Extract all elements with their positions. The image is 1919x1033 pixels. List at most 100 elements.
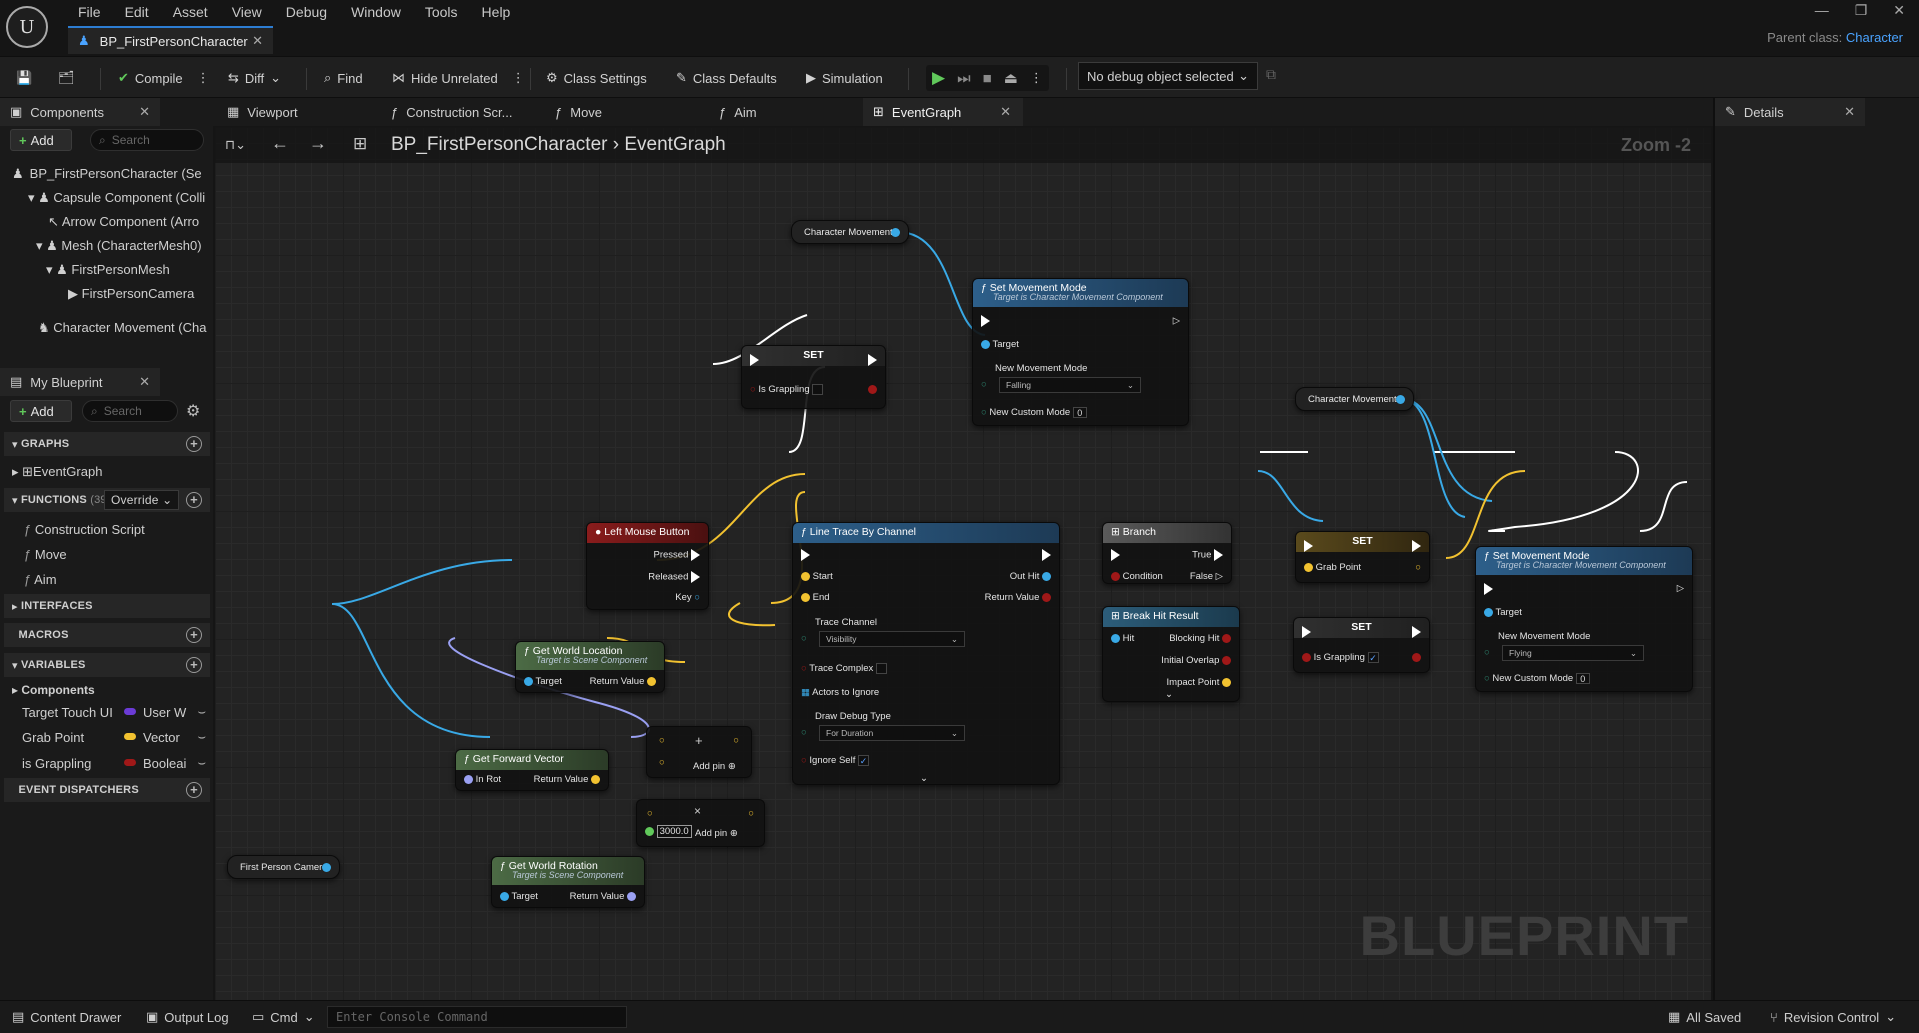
- class-defaults-button[interactable]: ✎ Class Defaults: [676, 70, 777, 86]
- node-line-trace-by-channel[interactable]: ƒ Line Trace By Channel Start Out Hit En…: [792, 522, 1060, 785]
- more-options-icon[interactable]: ⋮: [511, 70, 525, 85]
- is-grappling-out-pin[interactable]: [1412, 652, 1421, 663]
- node-set-is-grappling[interactable]: SET ○ Is Grappling: [741, 345, 886, 409]
- trace-complex-checkbox[interactable]: [875, 663, 887, 674]
- output-pin[interactable]: [1396, 394, 1405, 404]
- draw-debug-type-dropdown[interactable]: For Duration⌄: [819, 725, 965, 741]
- revision-control-button[interactable]: ⑂Revision Control⌄: [1770, 1009, 1897, 1025]
- is-grappling-checkbox[interactable]: ✓: [1367, 652, 1379, 663]
- expand-chevron-icon[interactable]: ⌄: [1165, 689, 1173, 700]
- add-pin-button[interactable]: Add pin ⊕: [693, 761, 736, 772]
- simulation-button[interactable]: ▶ Simulation: [806, 70, 883, 86]
- node-get-world-location[interactable]: ƒ Get World Location Target is Scene Com…: [515, 641, 665, 693]
- step-icon[interactable]: ⏭: [957, 69, 971, 87]
- menu-view[interactable]: View: [231, 4, 262, 20]
- component-mesh[interactable]: ▾ ♟ Mesh (CharacterMesh0): [36, 238, 202, 253]
- exec-in-pin[interactable]: [1304, 540, 1313, 552]
- component-firstpersonmesh[interactable]: ▾ ♟ FirstPersonMesh: [46, 262, 170, 277]
- menu-window[interactable]: Window: [351, 4, 401, 20]
- diff-button[interactable]: ⇆ Diff ⌄: [228, 70, 282, 86]
- back-arrow-icon[interactable]: ←: [271, 133, 289, 153]
- menu-edit[interactable]: Edit: [124, 4, 149, 20]
- variables-section[interactable]: ▾ VARIABLES+: [4, 653, 210, 677]
- node-get-world-rotation[interactable]: ƒ Get World Rotation Target is Scene Com…: [491, 856, 645, 908]
- minimize-icon[interactable]: —: [1814, 2, 1829, 18]
- menu-asset[interactable]: Asset: [172, 4, 208, 20]
- end-pin[interactable]: End: [801, 592, 830, 603]
- exec-out-pin[interactable]: ▷: [1676, 583, 1684, 594]
- is-grappling-checkbox[interactable]: [812, 384, 824, 395]
- menu-tools[interactable]: Tools: [424, 4, 458, 20]
- graph-canvas[interactable]: ⊓⌄ ← → ⊞ BP_FirstPersonCharacter › Event…: [215, 127, 1711, 1000]
- close-panel-icon[interactable]: ✕: [139, 104, 150, 119]
- enum-pin-icon[interactable]: ○: [1484, 647, 1490, 658]
- exec-out-pin[interactable]: [1042, 549, 1051, 561]
- tab-viewport[interactable]: ▦Viewport: [227, 104, 298, 120]
- event-dispatchers-section[interactable]: EVENT DISPATCHERS+: [4, 778, 210, 802]
- released-pin[interactable]: Released: [648, 571, 700, 583]
- out-hit-pin[interactable]: Out Hit: [1010, 571, 1051, 582]
- close-tab-icon[interactable]: ✕: [1000, 104, 1011, 119]
- node-set-movement-mode[interactable]: ƒ Set Movement Mode Target is Character …: [972, 278, 1189, 426]
- return-value-pin[interactable]: Return Value: [590, 676, 656, 687]
- browse-icon[interactable]: 🗂: [58, 70, 75, 85]
- target-pin[interactable]: Target: [981, 339, 1019, 350]
- graphs-section[interactable]: ▾ GRAPHS+: [4, 432, 210, 456]
- exec-out-pin[interactable]: [1412, 540, 1421, 552]
- restore-icon[interactable]: ❐: [1854, 2, 1868, 18]
- hit-pin[interactable]: Hit: [1111, 633, 1134, 644]
- node-multiply-vector[interactable]: ○ ○ × 3000.0 Add pin ⊕: [636, 799, 765, 847]
- debug-filter-icon[interactable]: ⧉: [1266, 66, 1276, 82]
- menu-debug[interactable]: Debug: [285, 4, 328, 20]
- component-tree-root[interactable]: ♟BP_FirstPersonCharacter (Se: [12, 166, 202, 181]
- breadcrumb-graph[interactable]: EventGraph: [624, 134, 726, 155]
- exec-in-pin[interactable]: [750, 354, 759, 366]
- target-pin[interactable]: Target: [500, 891, 538, 902]
- node-set-grab-point[interactable]: SET Grab Point ○: [1295, 531, 1430, 583]
- is-grappling-pin[interactable]: ○ Is Grappling: [750, 384, 824, 395]
- hide-unrelated-button[interactable]: ⋈ Hide Unrelated ⋮: [392, 70, 525, 86]
- input-b-pin[interactable]: ○: [659, 757, 665, 768]
- false-pin[interactable]: False ▷: [1189, 571, 1223, 582]
- enum-pin-icon[interactable]: ○: [801, 727, 807, 738]
- node-break-hit-result[interactable]: ⊞ Break Hit Result Hit Blocking Hit Init…: [1102, 606, 1240, 702]
- add-macro-icon[interactable]: +: [186, 627, 202, 643]
- new-custom-mode-pin[interactable]: ○ New Custom Mode 0: [981, 407, 1087, 418]
- menu-file[interactable]: File: [78, 4, 101, 20]
- movement-mode-dropdown[interactable]: Flying⌄: [1502, 645, 1644, 661]
- interfaces-section[interactable]: ▸ INTERFACES: [4, 594, 210, 618]
- add-pin-button[interactable]: Add pin ⊕: [695, 828, 738, 839]
- gear-icon[interactable]: ⚙: [186, 403, 201, 420]
- blocking-hit-pin[interactable]: Blocking Hit: [1169, 633, 1231, 644]
- node-set-movement-mode-2[interactable]: ƒ Set Movement Mode Target is Character …: [1475, 546, 1693, 692]
- output-pin[interactable]: [891, 227, 900, 237]
- stop-icon[interactable]: ■: [982, 69, 992, 87]
- all-saved-status[interactable]: ▦All Saved: [1668, 1009, 1742, 1025]
- play-icon[interactable]: ▶: [932, 68, 946, 87]
- condition-pin[interactable]: Condition: [1111, 571, 1163, 582]
- true-pin[interactable]: True: [1192, 549, 1223, 561]
- add-dispatcher-icon[interactable]: +: [186, 782, 202, 798]
- bookmark-icon[interactable]: ⊓⌄: [225, 137, 247, 152]
- node-set-is-grappling-2[interactable]: SET Is Grappling ✓: [1293, 617, 1430, 673]
- grab-point-pin[interactable]: Grab Point: [1304, 562, 1361, 573]
- play-options-icon[interactable]: ⋮: [1029, 70, 1043, 85]
- class-settings-button[interactable]: ⚙ Class Settings: [546, 70, 647, 86]
- actors-to-ignore-pin[interactable]: ▦ Actors to Ignore: [801, 687, 880, 698]
- components-search-input[interactable]: ⌕ Search: [90, 129, 204, 151]
- output-log-button[interactable]: ▣Output Log: [146, 1009, 229, 1025]
- node-add-vector[interactable]: ○ ○ + ○ Add pin ⊕: [646, 726, 752, 778]
- exec-in-pin[interactable]: [801, 549, 810, 561]
- movement-mode-dropdown[interactable]: Falling⌄: [999, 377, 1141, 393]
- add-function-icon[interactable]: +: [186, 492, 202, 508]
- ignore-self-pin[interactable]: ○ Ignore Self ✓: [801, 755, 869, 767]
- override-dropdown[interactable]: Override ⌄: [104, 490, 180, 510]
- eject-icon[interactable]: ⏏: [1003, 70, 1018, 87]
- close-panel-icon[interactable]: ✕: [1844, 104, 1855, 119]
- unreal-logo-icon[interactable]: U: [6, 6, 48, 48]
- close-window-icon[interactable]: ✕: [1893, 2, 1905, 18]
- component-capsule[interactable]: ▾ ♟ Capsule Component (Colli: [28, 190, 206, 205]
- eye-icon[interactable]: ⌣: [197, 704, 206, 719]
